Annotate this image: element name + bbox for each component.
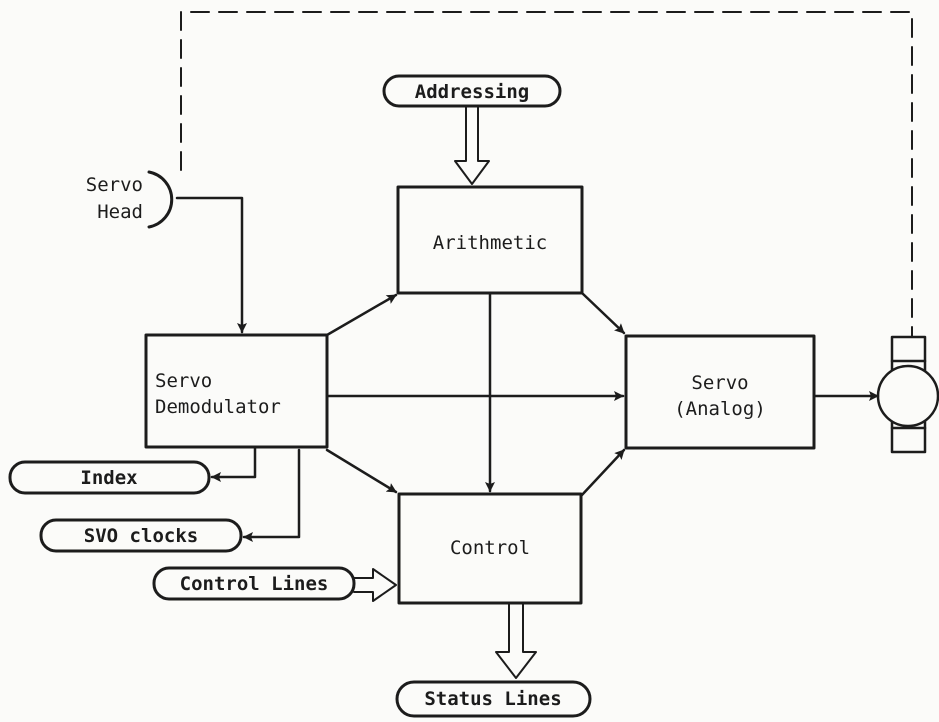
demodulator-to-arithmetic-arrow — [325, 293, 398, 337]
status-lines-terminal — [395, 680, 592, 718]
arithmetic-label: Arithmetic — [432, 232, 548, 254]
arithmetic-to-servo-analog-arrow — [580, 291, 626, 335]
addressing-label: Addressing — [414, 81, 530, 103]
svo-clocks-label: SVO clocks — [83, 525, 199, 547]
status-lines-label: Status Lines — [424, 688, 562, 710]
demodulator-label-line2: Demodulator — [155, 396, 281, 418]
index-terminal — [8, 460, 211, 495]
servo-head-label-line2: Head — [97, 201, 143, 223]
servo-analog-block — [624, 334, 816, 450]
demodulator-label-line1: Servo — [155, 370, 213, 392]
index-label: Index — [80, 467, 138, 489]
demodulator-to-control-arrow — [325, 448, 398, 494]
status-lines-bus-arrow — [495, 602, 537, 679]
svo-clocks-terminal — [39, 518, 243, 553]
control-block — [397, 492, 583, 605]
control-label: Control — [449, 537, 531, 559]
control-lines-bus-arrow — [353, 568, 397, 602]
servo-head-icon — [147, 170, 174, 229]
head-to-demodulator-arrow — [175, 196, 247, 334]
servo-head-label-line1: Servo — [85, 174, 143, 196]
demodulator-to-svo-clocks-arrow — [242, 448, 301, 542]
dashed-feedback-loop — [180, 11, 913, 338]
addressing-bus-arrow — [454, 105, 490, 185]
demodulator-to-index-arrow — [210, 445, 257, 482]
servo-demodulator-block — [144, 333, 329, 449]
motor-icon — [876, 335, 939, 454]
control-lines-label: Control Lines — [179, 573, 329, 595]
control-to-servo-analog-arrow — [579, 448, 626, 498]
servo-analog-label-line1: Servo — [691, 372, 749, 394]
control-lines-terminal — [152, 566, 356, 601]
addressing-terminal — [382, 74, 562, 108]
servo-analog-label-line2: (Analog) — [674, 398, 766, 420]
